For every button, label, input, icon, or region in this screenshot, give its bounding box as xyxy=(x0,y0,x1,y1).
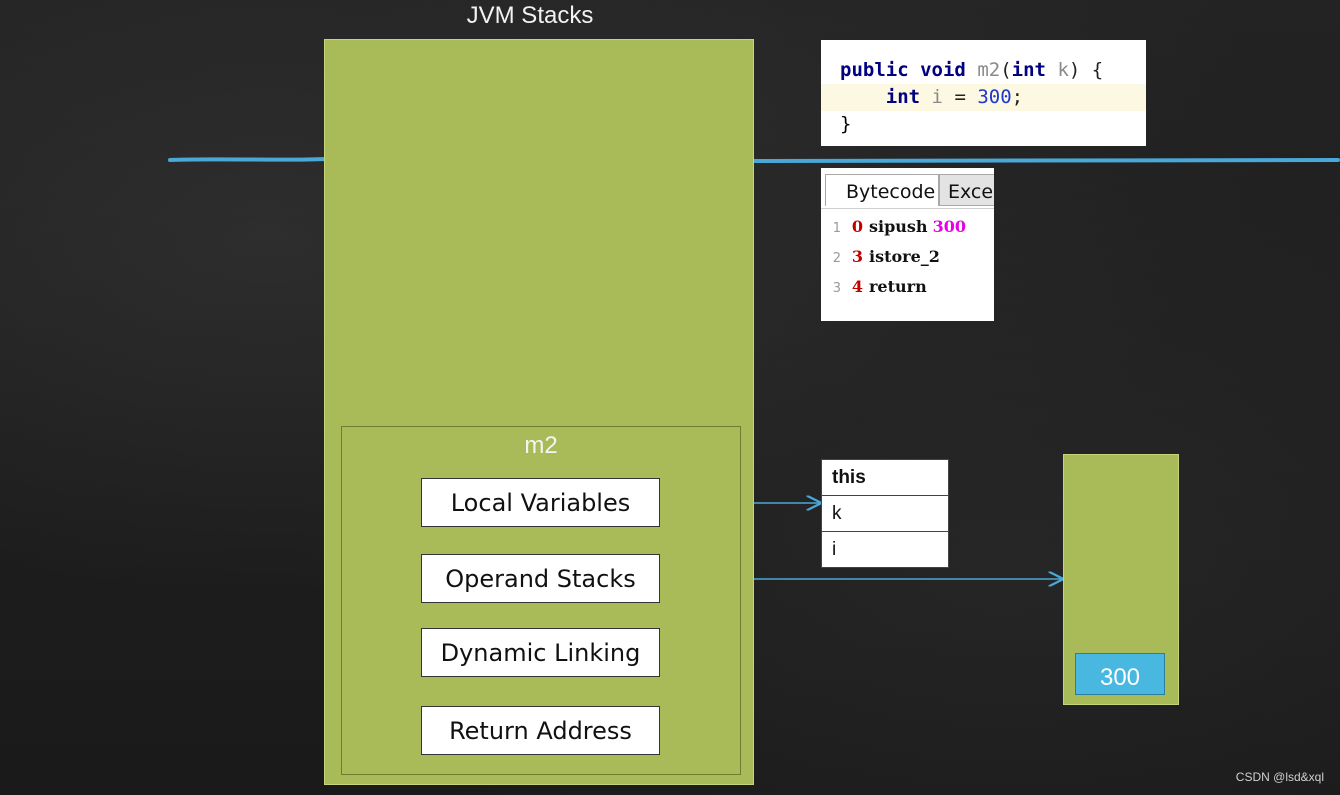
watermark: CSDN @lsd&xql xyxy=(1235,770,1324,784)
source-code-panel: public void m2(int k) { int i = 300; } xyxy=(821,40,1146,146)
bytecode-offset: 3 xyxy=(851,247,863,266)
semicolon: ; xyxy=(1011,86,1024,108)
local-var-slot-k: k xyxy=(822,496,948,532)
keyword: void xyxy=(920,59,966,81)
jvm-stacks-title: JVM Stacks xyxy=(466,2,594,29)
divider-line-left xyxy=(168,157,328,162)
bytecode-op: return xyxy=(869,277,927,296)
assign: = xyxy=(943,86,978,108)
keyword: int xyxy=(885,86,921,108)
number-literal: 300 xyxy=(977,86,1012,108)
keyword: public xyxy=(840,59,909,81)
stack-frame-m2 xyxy=(341,426,741,775)
dynamic-linking-box: Dynamic Linking xyxy=(421,628,660,677)
local-variables-box: Local Variables xyxy=(421,478,660,527)
paren-close: ) { xyxy=(1068,59,1104,81)
bytecode-op: istore_2 xyxy=(869,247,940,266)
local-variable-table: this k i xyxy=(821,459,949,568)
line-number: 1 xyxy=(832,221,841,236)
tab-bytecode[interactable]: Bytecode xyxy=(825,174,939,206)
local-var-slot-i: i xyxy=(832,539,837,560)
paren-open: ( xyxy=(1000,59,1012,81)
operand-stacks-box: Operand Stacks xyxy=(421,554,660,603)
local-var-slot-this: this xyxy=(822,460,948,496)
bytecode-offset: 4 xyxy=(851,277,863,296)
frame-label: m2 xyxy=(524,432,558,459)
bytecode-op: sipush xyxy=(869,217,928,236)
bytecode-arg: 300 xyxy=(932,217,967,236)
operand-stack-value: 300 xyxy=(1075,653,1165,695)
return-address-box: Return Address xyxy=(421,706,660,755)
divider-line-right xyxy=(752,158,1340,163)
code-line-2: int i = 300; xyxy=(821,84,1146,111)
bytecode-offset: 0 xyxy=(851,217,863,236)
code-line-1: public void m2(int k) { xyxy=(821,57,1146,84)
tab-exceptions[interactable]: Excep xyxy=(939,174,994,206)
var-name: i xyxy=(931,86,943,108)
line-number: 2 xyxy=(832,251,841,266)
param-name: k xyxy=(1057,59,1069,81)
line-number: 3 xyxy=(832,281,841,296)
keyword: int xyxy=(1011,59,1046,81)
method-name: m2 xyxy=(977,59,1001,81)
bytecode-tabs: Bytecode Excep xyxy=(821,168,994,209)
code-line-3: } xyxy=(840,113,852,135)
